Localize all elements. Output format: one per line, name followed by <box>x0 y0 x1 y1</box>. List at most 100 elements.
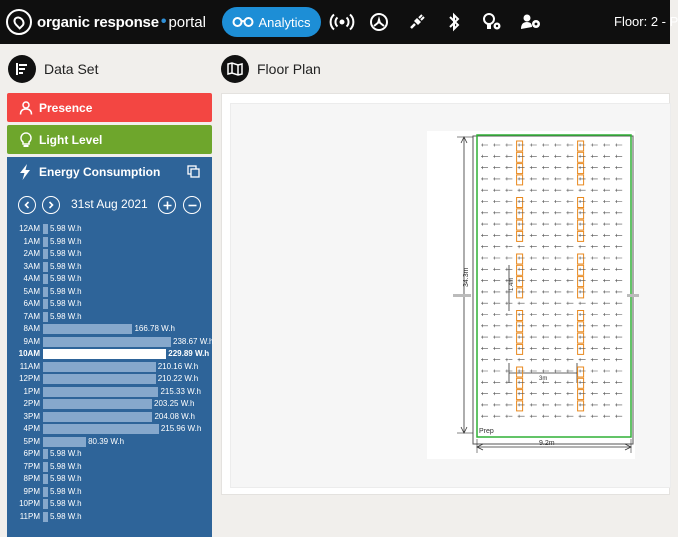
light-fixture[interactable] <box>542 233 549 237</box>
light-fixture[interactable] <box>505 392 513 396</box>
light-fixture[interactable] <box>590 324 598 328</box>
light-fixture[interactable] <box>590 301 598 305</box>
copy-icon[interactable] <box>187 165 200 178</box>
light-fixture[interactable] <box>542 143 549 147</box>
highlighted-fixture[interactable] <box>516 208 524 220</box>
light-fixture[interactable] <box>578 414 586 418</box>
highlighted-fixture[interactable] <box>577 321 585 333</box>
zoom-out-button[interactable] <box>183 196 201 214</box>
light-fixture[interactable] <box>529 414 537 418</box>
light-fixture[interactable] <box>493 403 501 407</box>
light-fixture[interactable] <box>554 301 562 305</box>
highlighted-fixture[interactable] <box>577 287 585 299</box>
light-fixture[interactable] <box>505 358 513 362</box>
light-fixture[interactable] <box>529 211 537 215</box>
light-fixture[interactable] <box>615 256 623 260</box>
light-fixture[interactable] <box>542 211 549 215</box>
light-fixture[interactable] <box>566 403 574 407</box>
light-fixture[interactable] <box>481 290 488 294</box>
light-fixture[interactable] <box>517 211 525 215</box>
light-fixture[interactable] <box>603 267 610 271</box>
light-fixture[interactable] <box>566 346 574 350</box>
light-fixture[interactable] <box>566 143 574 147</box>
light-fixture[interactable] <box>603 154 610 158</box>
light-fixture[interactable] <box>615 369 623 373</box>
light-fixture[interactable] <box>554 166 562 170</box>
light-fixture[interactable] <box>590 267 598 271</box>
light-fixture[interactable] <box>590 279 598 283</box>
highlighted-fixture[interactable] <box>516 140 524 152</box>
light-fixture[interactable] <box>493 358 501 362</box>
light-fixture[interactable] <box>529 313 537 316</box>
light-fixture[interactable] <box>566 166 574 170</box>
light-fixture[interactable] <box>603 256 610 260</box>
light-fixture[interactable] <box>578 188 586 192</box>
light-fixture[interactable] <box>578 143 586 147</box>
highlighted-fixture[interactable] <box>577 310 585 321</box>
light-fixture[interactable] <box>493 233 501 237</box>
light-fixture[interactable] <box>493 166 501 170</box>
light-fixture[interactable] <box>566 358 574 362</box>
light-fixture[interactable] <box>566 380 574 384</box>
highlighted-fixture[interactable] <box>516 389 524 401</box>
light-fixture[interactable] <box>505 154 513 158</box>
light-fixture[interactable] <box>578 154 586 158</box>
light-fixture[interactable] <box>554 380 562 384</box>
light-fixture[interactable] <box>481 313 488 316</box>
light-fixture[interactable] <box>542 301 549 305</box>
light-fixture[interactable] <box>481 358 488 362</box>
light-fixture[interactable] <box>578 211 586 215</box>
light-fixture[interactable] <box>590 143 598 147</box>
light-fixture[interactable] <box>505 200 513 203</box>
light-fixture[interactable] <box>481 346 488 350</box>
highlighted-fixture[interactable] <box>516 197 524 208</box>
light-fixture[interactable] <box>566 211 574 215</box>
light-fixture[interactable] <box>542 324 549 328</box>
light-fixture[interactable] <box>529 279 537 283</box>
light-fixture[interactable] <box>590 154 598 158</box>
highlighted-fixture[interactable] <box>516 287 524 299</box>
light-fixture[interactable] <box>493 211 501 215</box>
light-fixture[interactable] <box>505 143 513 147</box>
light-fixture[interactable] <box>578 403 586 407</box>
light-fixture[interactable] <box>590 211 598 215</box>
light-fixture[interactable] <box>590 392 598 396</box>
light-fixture[interactable] <box>615 346 623 350</box>
light-fixture[interactable] <box>517 200 525 203</box>
highlighted-fixture[interactable] <box>516 366 524 378</box>
highlighted-fixture[interactable] <box>577 140 585 152</box>
light-fixture[interactable] <box>603 290 610 294</box>
light-fixture[interactable] <box>529 256 537 260</box>
light-fixture[interactable] <box>554 267 562 271</box>
light-fixture[interactable] <box>603 166 610 170</box>
light-fixture[interactable] <box>517 233 525 237</box>
light-fixture[interactable] <box>554 177 562 181</box>
light-fixture[interactable] <box>517 177 525 181</box>
light-fixture[interactable] <box>481 188 488 192</box>
light-fixture[interactable] <box>493 256 501 260</box>
highlighted-fixture[interactable] <box>577 230 585 242</box>
light-fixture[interactable] <box>505 166 513 170</box>
light-fixture[interactable] <box>590 177 598 181</box>
light-fixture[interactable] <box>615 324 623 328</box>
light-fixture[interactable] <box>566 301 574 305</box>
light-fixture[interactable] <box>603 335 610 339</box>
light-fixture[interactable] <box>554 346 562 350</box>
light-fixture[interactable] <box>554 414 562 418</box>
highlighted-fixture[interactable] <box>516 219 524 231</box>
highlighted-fixture[interactable] <box>577 343 585 355</box>
light-fixture[interactable] <box>554 154 562 158</box>
light-fixture[interactable] <box>578 200 586 203</box>
light-fixture[interactable] <box>517 245 525 249</box>
highlighted-fixture[interactable] <box>516 321 524 333</box>
light-fixture[interactable] <box>603 301 610 305</box>
light-fixture[interactable] <box>493 177 501 181</box>
users-gear-icon[interactable] <box>520 11 542 33</box>
